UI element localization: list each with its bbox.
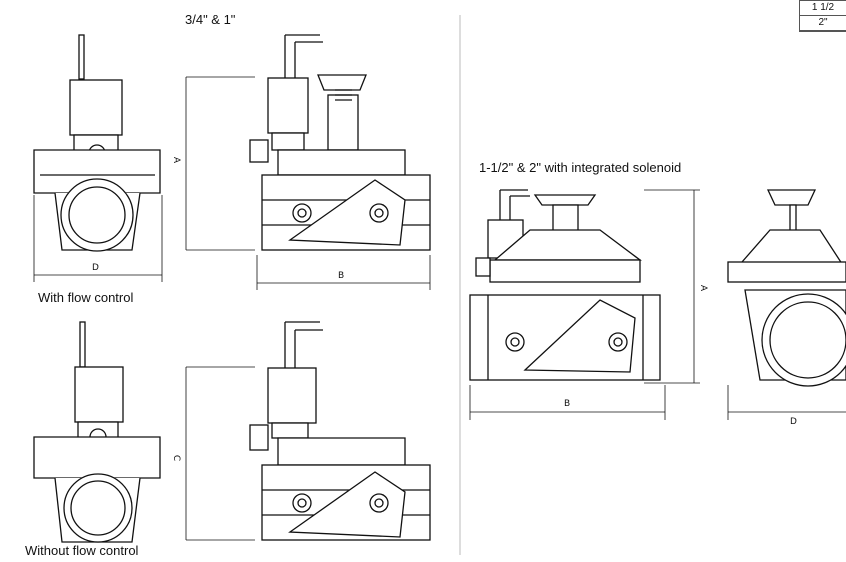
caption-with-flow: With flow control	[38, 290, 134, 305]
dim-a	[185, 76, 255, 251]
dim-b-large	[469, 385, 666, 420]
dim-a-large	[644, 189, 700, 384]
front-view-without-flow	[33, 321, 161, 543]
dim-c	[185, 366, 255, 541]
table-row: 1 1/2	[800, 1, 846, 16]
side-view-large	[469, 189, 661, 381]
dim-label-d-large: D	[790, 417, 797, 427]
dim-label-b-large: B	[564, 399, 571, 409]
title-small-valves: 3/4" & 1"	[185, 12, 236, 27]
dim-d-top	[33, 195, 163, 282]
dim-b-top	[256, 255, 431, 290]
title-large-valves: 1-1/2" & 2" with integrated solenoid	[479, 160, 682, 175]
size-table-fragment: 1 1/2 2"	[799, 0, 846, 32]
side-view-with-flow	[249, 34, 431, 251]
dim-label-a-large: A	[698, 284, 709, 292]
side-view-without-flow	[249, 321, 431, 541]
dim-d-large	[727, 385, 846, 420]
front-view-with-flow	[33, 34, 161, 252]
table-row: 2"	[800, 16, 846, 31]
dim-label-c: C	[171, 454, 182, 462]
dim-label-a: A	[171, 156, 182, 164]
front-view-large	[727, 189, 846, 387]
dim-label-b-top: B	[338, 271, 345, 281]
caption-without-flow: Without flow control	[25, 543, 139, 558]
dim-label-d-top: D	[92, 263, 99, 273]
